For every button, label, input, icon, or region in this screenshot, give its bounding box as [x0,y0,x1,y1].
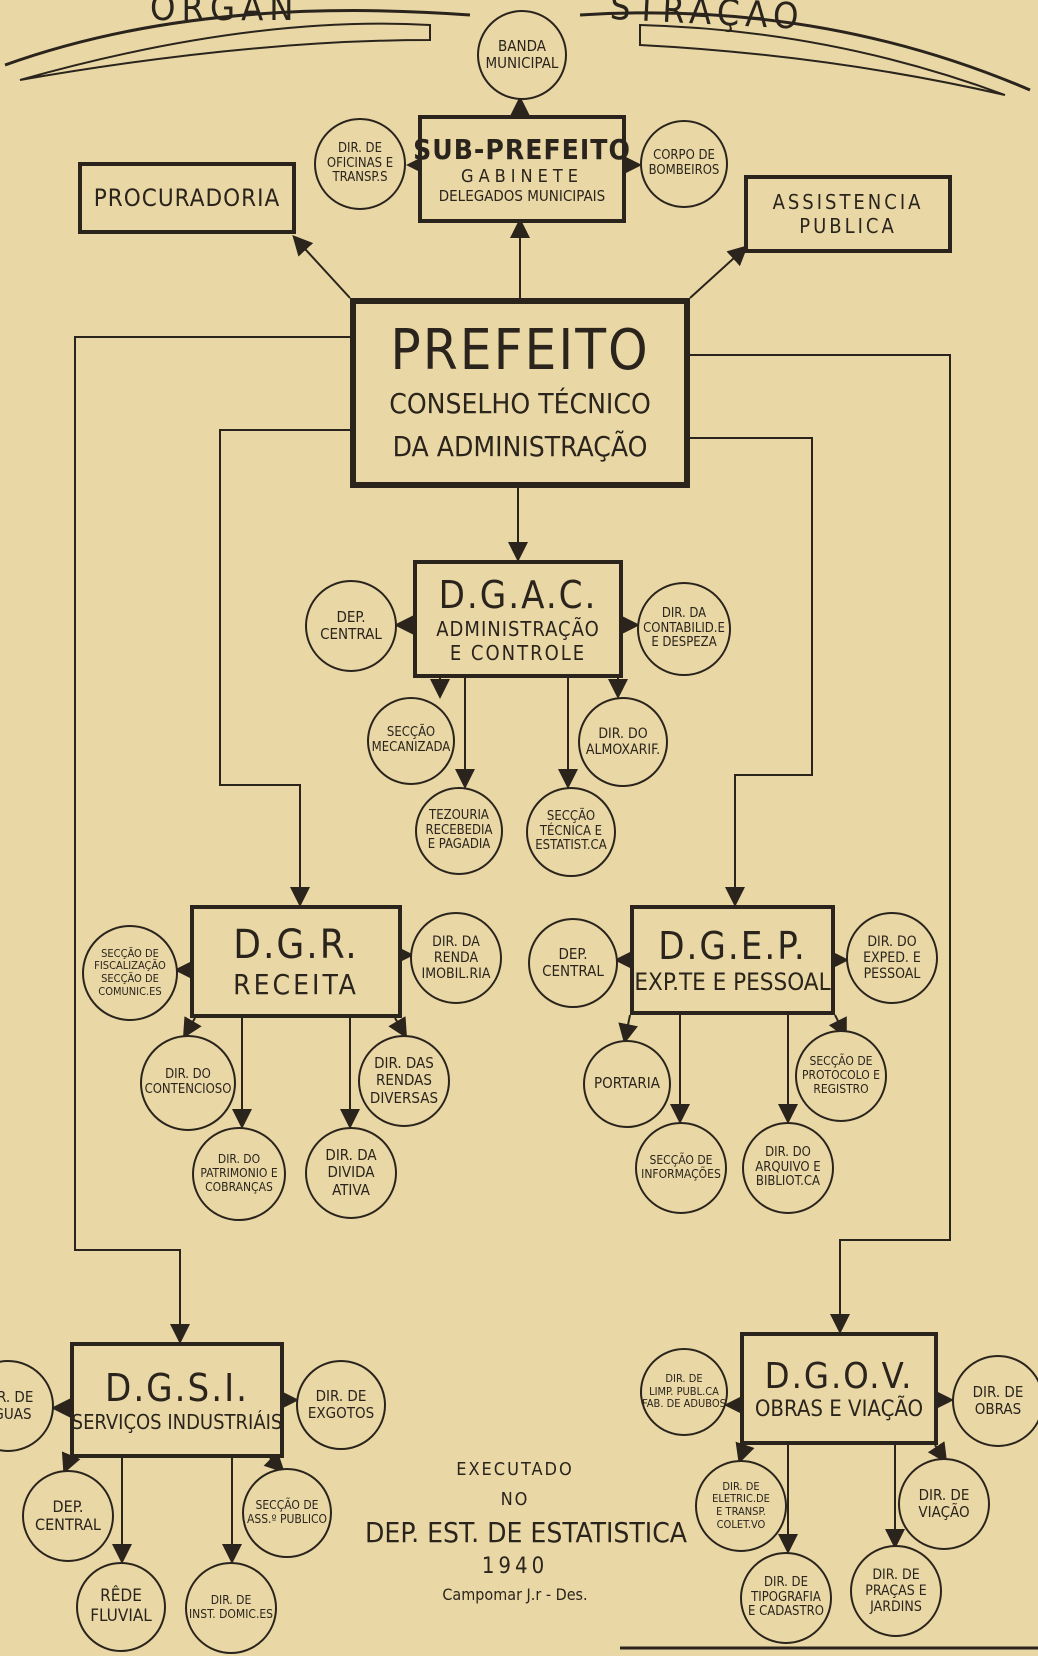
node-dgsi: D.G.S.I. SERVIÇOS INDUSTRIÁIS [70,1342,284,1458]
node-dgac-dep-central: DEP.CENTRAL [305,580,397,672]
node-dgac: D.G.A.C. ADMINISTRAÇÃO E CONTROLE [413,560,623,678]
node-dgep-dep-central: DEP.CENTRAL [528,918,618,1008]
node-dgsi-dep-central: DEP.CENTRAL [22,1470,114,1562]
credit-no: NO [500,1488,530,1510]
node-dgov: D.G.O.V. OBRAS E VIAÇÃO [740,1332,938,1445]
node-sub-prefeito: SUB-PREFEITO GABINETE DELEGADOS MUNICIPA… [413,115,630,223]
credit-year: 1940 [481,1553,549,1579]
node-assistencia-publica: ASSISTENCIA PUBLICA [744,175,952,253]
node-procuradoria: PROCURADORIA [78,162,296,234]
credit-author: Campomar J.r - Des. [442,1584,588,1604]
credit-department: DEP. EST. DE ESTATISTICA [365,1515,688,1549]
node-portaria: PORTARIA [583,1040,671,1128]
credit-block: EXECUTADO NO DEP. EST. DE ESTATISTICA 19… [365,1455,688,1607]
node-dgep: D.G.E.P. EXP.TE E PESSOAL [630,905,835,1015]
credit-executado: EXECUTADO [456,1459,574,1480]
node-prefeito: PREFEITO CONSELHO TÉCNICO DA ADMINISTRAÇ… [350,298,690,488]
header-title-left: ORGAN [150,0,300,29]
node-dgr: D.G.R. RECEITA [190,905,402,1018]
